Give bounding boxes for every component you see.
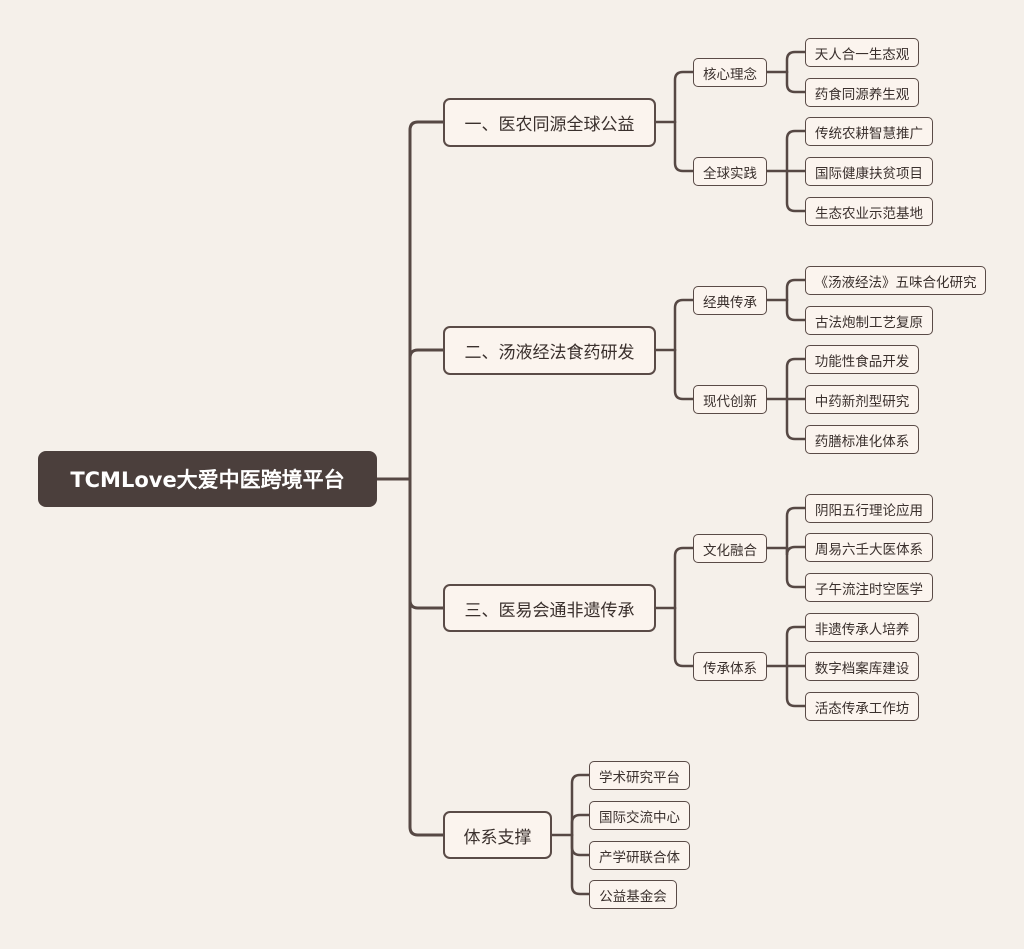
connector-line bbox=[570, 833, 591, 857]
group-node-global-practice: 全球实践 bbox=[693, 157, 767, 186]
connector-line bbox=[673, 120, 695, 173]
leaf-node: 天人合一生态观 bbox=[805, 38, 919, 67]
connector-line bbox=[570, 813, 591, 837]
connector-line bbox=[785, 357, 807, 401]
connector-line bbox=[785, 278, 807, 302]
leaf-node: 生态农业示范基地 bbox=[805, 197, 933, 226]
connector-line bbox=[785, 506, 807, 550]
leaf-node: 古法炮制工艺复原 bbox=[805, 306, 933, 335]
root-node: TCMLove大爱中医跨境平台 bbox=[38, 451, 377, 507]
connector-line bbox=[673, 606, 695, 668]
leaf-node: 药膳标准化体系 bbox=[805, 425, 919, 454]
leaf-node: 活态传承工作坊 bbox=[805, 692, 919, 721]
connector-line bbox=[673, 70, 695, 124]
connector-line bbox=[785, 625, 807, 668]
connector-line bbox=[673, 546, 695, 610]
group-node-classic-inheritance: 经典传承 bbox=[693, 286, 767, 315]
leaf-node: 药食同源养生观 bbox=[805, 78, 919, 107]
leaf-node: 非遗传承人培养 bbox=[805, 613, 919, 642]
leaf-node: 产学研联合体 bbox=[589, 841, 690, 870]
connector-line bbox=[570, 833, 591, 896]
leaf-node: 阴阳五行理论应用 bbox=[805, 494, 933, 523]
group-node-inheritance-system: 传承体系 bbox=[693, 652, 767, 681]
leaf-node: 公益基金会 bbox=[589, 880, 677, 909]
connector-line bbox=[408, 477, 445, 610]
connector-line bbox=[785, 397, 807, 441]
leaf-node: 学术研究平台 bbox=[589, 761, 690, 790]
branch-node-4: 体系支撑 bbox=[443, 811, 552, 859]
leaf-node: 功能性食品开发 bbox=[805, 345, 919, 374]
leaf-node: 周易六壬大医体系 bbox=[805, 533, 933, 562]
connector-line bbox=[785, 546, 807, 589]
connector-line bbox=[785, 664, 807, 708]
connector-line bbox=[408, 120, 445, 481]
connector-line bbox=[785, 545, 807, 556]
leaf-node: 子午流注时空医学 bbox=[805, 573, 933, 602]
connector-line bbox=[673, 298, 695, 352]
branch-node-1: 一、医农同源全球公益 bbox=[443, 98, 656, 147]
leaf-node: 中药新剂型研究 bbox=[805, 385, 919, 414]
connector-line bbox=[785, 50, 807, 74]
leaf-node: 国际交流中心 bbox=[589, 801, 690, 830]
leaf-node: 数字档案库建设 bbox=[805, 652, 919, 681]
group-node-core-philosophy: 核心理念 bbox=[693, 58, 767, 87]
connector-line bbox=[785, 70, 807, 94]
leaf-node: 《汤液经法》五味合化研究 bbox=[805, 266, 986, 295]
leaf-node: 国际健康扶贫项目 bbox=[805, 157, 933, 186]
connector-line bbox=[673, 348, 695, 401]
branch-node-2: 二、汤液经法食药研发 bbox=[443, 326, 656, 375]
connector-line bbox=[570, 773, 591, 837]
connector-line bbox=[785, 169, 807, 213]
leaf-node: 传统农耕智慧推广 bbox=[805, 117, 933, 146]
connector-line bbox=[408, 477, 445, 837]
connector-line bbox=[785, 298, 807, 322]
group-node-cultural-fusion: 文化融合 bbox=[693, 534, 767, 563]
connector-line bbox=[408, 348, 445, 481]
group-node-modern-innovation: 现代创新 bbox=[693, 385, 767, 414]
branch-node-3: 三、医易会通非遗传承 bbox=[443, 584, 656, 632]
connector-line bbox=[785, 129, 807, 173]
